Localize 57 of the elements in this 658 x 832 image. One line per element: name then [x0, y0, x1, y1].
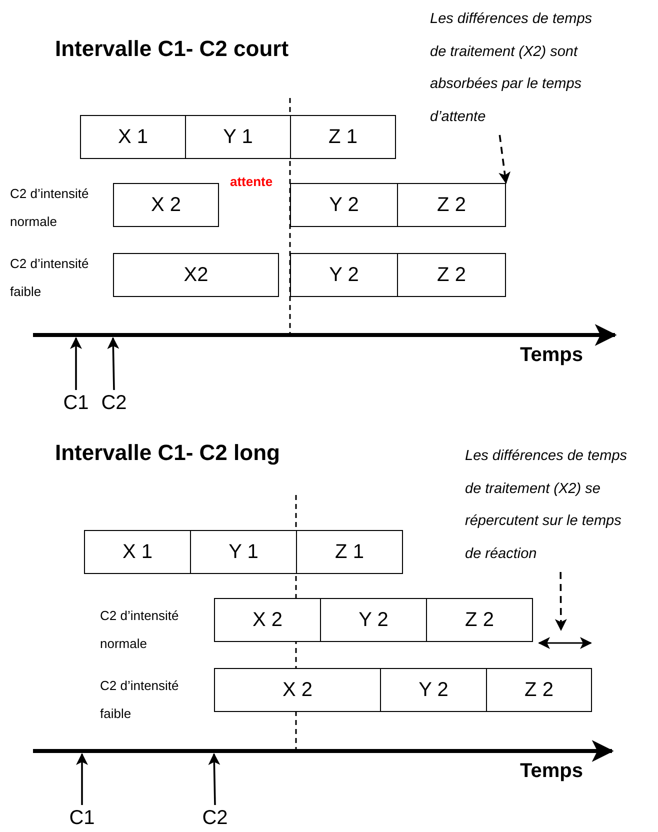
- segment-label: Y 1: [228, 540, 258, 564]
- process-segment: [486, 668, 592, 712]
- arrow: [70, 337, 82, 390]
- segment-label: X 2: [150, 194, 182, 216]
- process-segment: [397, 253, 506, 297]
- dashed-arrow: [554, 572, 567, 631]
- process-segment: [190, 530, 297, 574]
- row-label: C2 d’intensité normale: [10, 185, 90, 231]
- process-segment: [397, 183, 506, 227]
- axis-label: Temps: [520, 344, 583, 367]
- event-label: C2: [101, 392, 127, 414]
- event-label: C1: [63, 392, 89, 414]
- process-segment: [214, 598, 321, 642]
- process-segment: [290, 183, 398, 227]
- segment-label: Y 2: [329, 264, 359, 286]
- arrow: [107, 337, 120, 390]
- process-segment: [290, 253, 398, 297]
- axis-label: Temps: [520, 760, 583, 783]
- arrow: [208, 753, 220, 806]
- segment-label: X 1: [122, 540, 153, 564]
- segment-label: Z 2: [465, 608, 494, 632]
- row-label: C2 d’intensité normale: [100, 607, 180, 653]
- segment-label: Z 2: [524, 678, 554, 702]
- section-title: Intervalle C1- C2 long: [55, 440, 280, 466]
- annotation-note: Les différences de temps de traitement (X2) sont absorbées par le temps d’attente: [430, 11, 592, 124]
- row-label: C2 d’intensité faible: [100, 677, 180, 723]
- process-segment: [214, 668, 381, 712]
- segment-label: Z 2: [437, 194, 466, 216]
- section-title: Intervalle C1- C2 court: [55, 36, 289, 62]
- segment-label: X2: [184, 264, 208, 286]
- process-segment: [290, 115, 396, 159]
- segment-label: Y 1: [223, 126, 253, 148]
- event-label: C2: [202, 806, 228, 830]
- process-segment: [113, 183, 219, 227]
- process-segment: [380, 668, 487, 712]
- process-segment: [113, 253, 279, 297]
- segment-label: X 2: [282, 678, 313, 702]
- process-segment: [296, 530, 403, 574]
- process-segment: [185, 115, 291, 159]
- event-label: C1: [69, 806, 95, 830]
- row-label: C2 d’intensité faible: [10, 255, 90, 301]
- segment-label: Y 2: [418, 678, 448, 702]
- annotation-note: Les différences de temps de traitement (X2) se répercutent sur le temps de réaction: [465, 448, 628, 562]
- dashed-arrow: [498, 134, 510, 184]
- segment-label: Y 2: [358, 608, 388, 632]
- wait-label: attente: [230, 174, 273, 189]
- segment-label: Z 2: [437, 264, 466, 286]
- process-segment: [320, 598, 427, 642]
- segment-label: Y 2: [329, 194, 359, 216]
- process-segment: [426, 598, 533, 642]
- process-segment: [84, 530, 191, 574]
- segment-label: Z 1: [328, 126, 358, 148]
- segment-label: X 1: [118, 126, 148, 148]
- segment-label: X 2: [252, 608, 283, 632]
- process-segment: [80, 115, 186, 159]
- segment-label: Z 1: [335, 540, 364, 564]
- arrow: [76, 753, 88, 805]
